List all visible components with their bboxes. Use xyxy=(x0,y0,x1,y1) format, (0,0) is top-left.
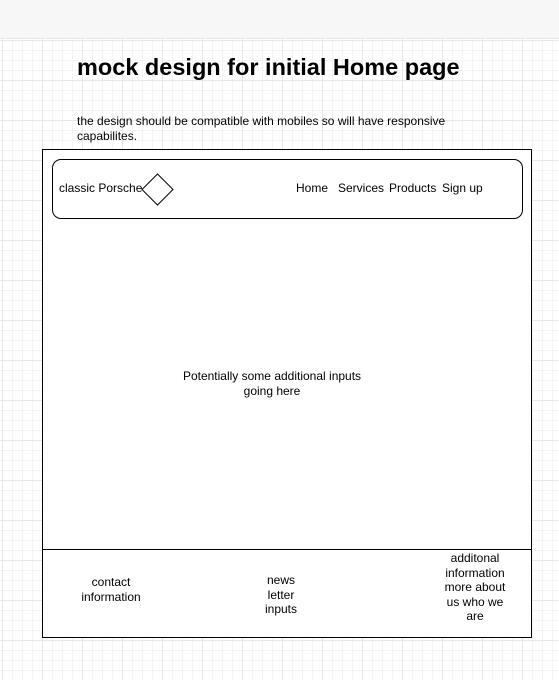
design-note: the design should be compatible with mob… xyxy=(77,114,446,143)
page-frame xyxy=(42,149,532,638)
nav-products[interactable]: Products xyxy=(389,181,437,195)
page-heading: mock design for initial Home page xyxy=(77,54,460,80)
footer-divider xyxy=(42,549,532,550)
brand-name: classic Porsche xyxy=(59,181,143,195)
nav-home[interactable]: Home xyxy=(296,181,329,195)
nav-signup[interactable]: Sign up xyxy=(442,181,483,195)
content-placeholder: Potentially some additional inputs going… xyxy=(182,369,362,398)
footer-contact: contact information xyxy=(81,575,141,604)
editor-toolbar-strip xyxy=(0,0,559,39)
diamond-icon xyxy=(141,173,174,206)
footer-about: additonal information more about us who … xyxy=(444,551,506,623)
footer-newsletter: news letter inputs xyxy=(264,573,298,616)
nav-services[interactable]: Services xyxy=(338,181,385,195)
navbar-box xyxy=(52,159,523,219)
